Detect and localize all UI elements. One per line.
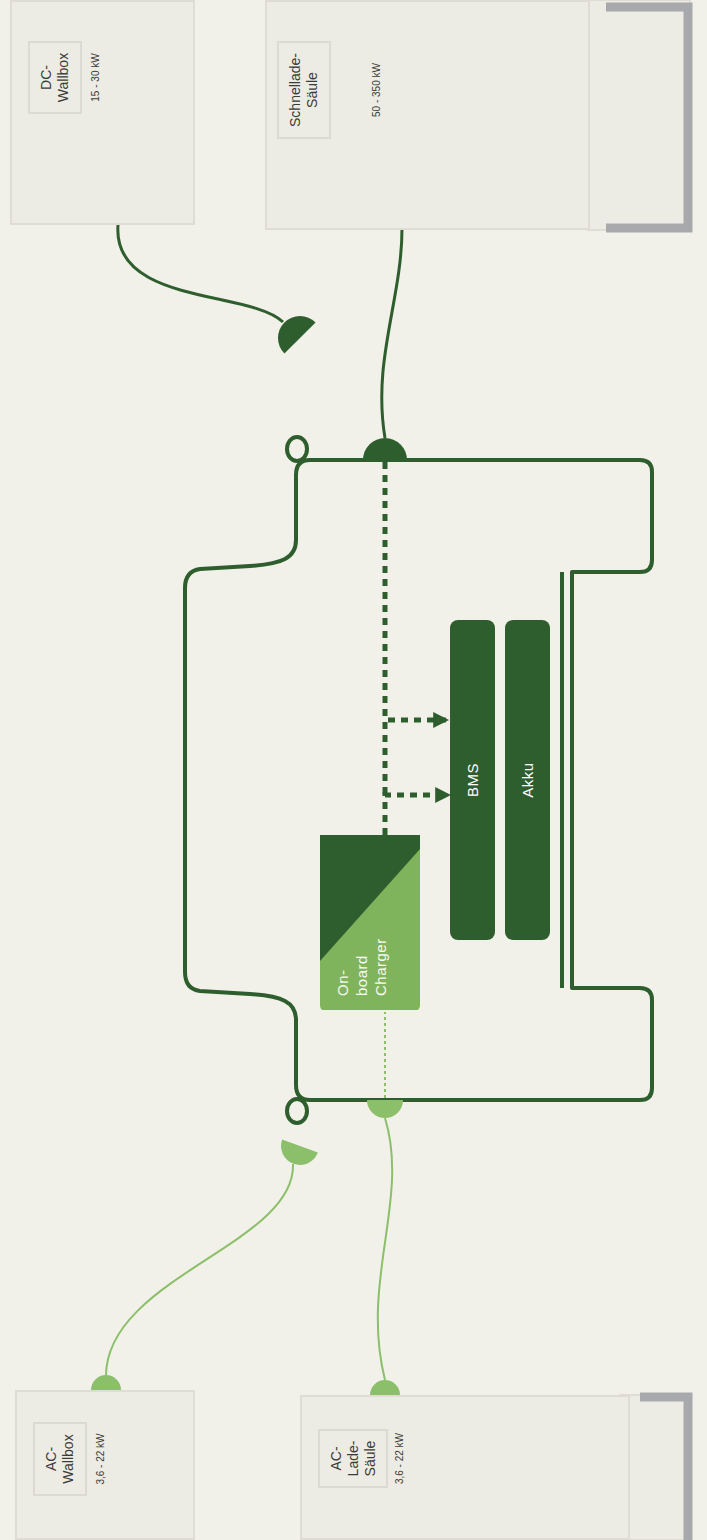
power-range: 3,6 - 22 kW: [394, 1433, 406, 1484]
dc-plug: [363, 438, 407, 460]
ac-plug: [91, 1375, 121, 1390]
label-frame: DC-Wallbox: [28, 41, 82, 114]
bms-bar: BMS: [450, 620, 495, 940]
wallbox: AC- Wallbox 3,6 - 22 kW: [15, 1390, 195, 1540]
ac-cable: [106, 1164, 293, 1376]
ac-plug: [370, 1380, 400, 1395]
car-underbody: [560, 572, 564, 988]
power-range: 3,6 - 22 kW: [95, 1433, 107, 1484]
component-label: Akku: [519, 762, 536, 797]
car-mirror: [287, 1099, 307, 1123]
label-frame: AC- Wallbox: [33, 1422, 87, 1495]
car-mirror: [287, 437, 307, 461]
power-flow-arrow: [385, 795, 448, 835]
label-frame: Schnellade- Säule: [277, 41, 331, 139]
ac-plug: [276, 1140, 318, 1171]
label-frame: AC- Lade- Säule: [318, 1429, 388, 1489]
power-range: 15 - 30 kW: [90, 53, 102, 101]
dc-plug: [269, 307, 316, 354]
wallbox: DC-Wallbox 15 - 30 kW: [10, 0, 195, 225]
dc-cable: [382, 228, 402, 438]
charger-box: On-board Charger: [320, 835, 420, 1010]
dc-cable: [118, 225, 283, 322]
station-title: Schnellade- Säule: [287, 53, 321, 127]
ac-cable: [378, 1118, 392, 1380]
pillar-foot: [606, 7, 688, 228]
station-title: DC-Wallbox: [38, 53, 72, 102]
dc-arrow: [388, 718, 446, 723]
dc-internal-line: [383, 462, 388, 795]
pillar-foot: [640, 1397, 688, 1540]
station-title: AC- Lade- Säule: [328, 1441, 378, 1477]
station-title: AC- Wallbox: [43, 1434, 77, 1483]
car-outline: [185, 460, 652, 1100]
ac-plug: [367, 1100, 403, 1118]
component-label: BMS: [464, 763, 481, 797]
pillar-base: [588, 0, 690, 230]
charging-pillar: AC- Lade- Säule 3,6 - 22 kW: [300, 1395, 630, 1540]
battery-bar: Akku: [505, 620, 550, 940]
pillar-base: [620, 1395, 690, 1540]
charger-label: On-board Charger: [334, 938, 390, 996]
charging-pillar: Schnellade- Säule 50 - 350 kW: [265, 0, 590, 230]
ac-internal-line: [384, 1012, 386, 1098]
power-range: 50 - 350 kW: [371, 63, 383, 117]
